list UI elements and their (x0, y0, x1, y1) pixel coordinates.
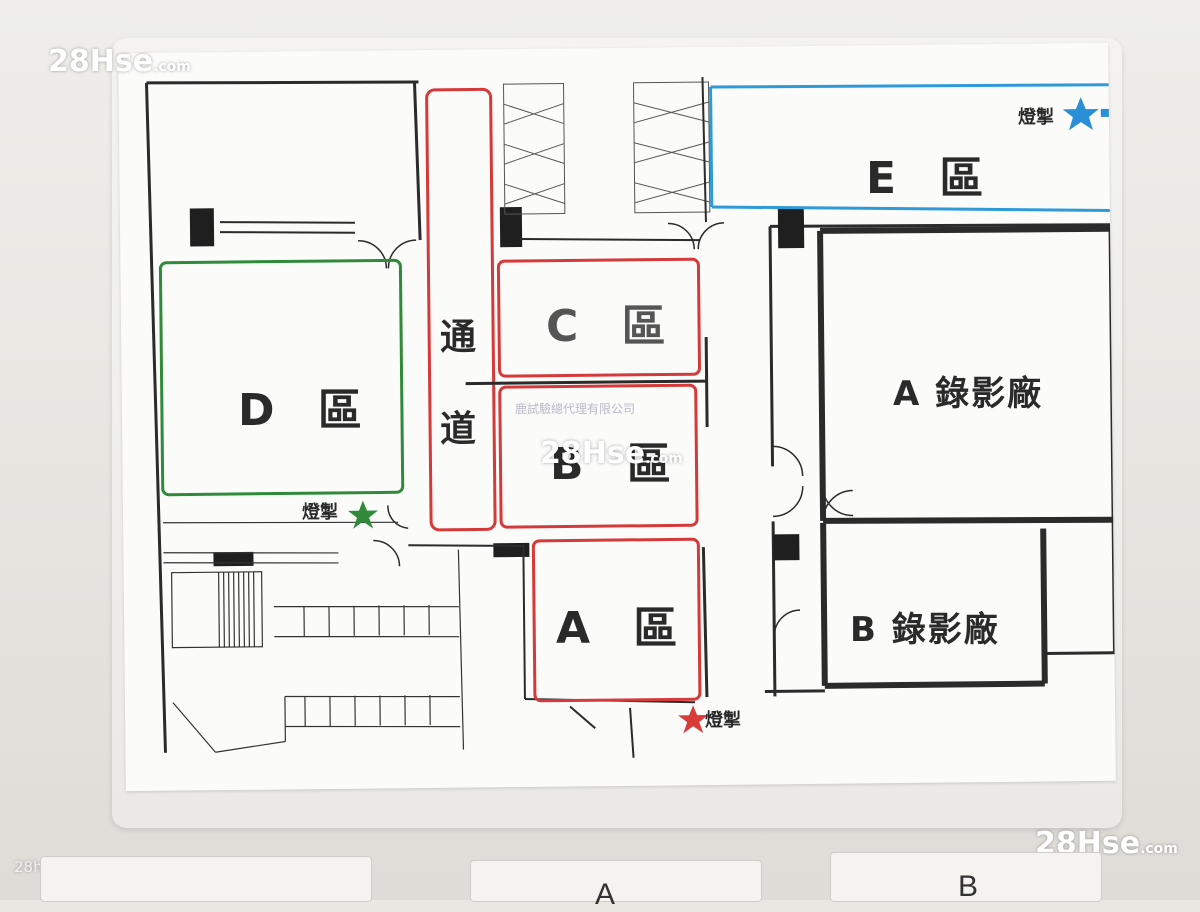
lighting-switch-label-e: 燈掣 (1018, 103, 1054, 129)
stairs (163, 520, 399, 647)
zone-e-top (711, 83, 1116, 89)
switch-label-b: B (958, 870, 978, 904)
storage-racks (504, 82, 710, 214)
pillar-top (500, 207, 522, 247)
pillar-right (778, 208, 804, 248)
pillar-mid (773, 534, 799, 560)
studio-a-label: A 錄影廠 (893, 366, 1043, 415)
blue-star (1063, 97, 1099, 130)
green-star (348, 501, 378, 529)
watermark-top-left: 28Hse.com (48, 44, 191, 79)
corridor-label-2: 道 (440, 400, 490, 452)
red-star (678, 705, 708, 733)
lighting-switch-label-a: 燈掣 (705, 706, 741, 732)
watermark-center: 28Hse.com (540, 436, 683, 471)
corridor-label-1: 通 (440, 308, 490, 360)
washroom-stalls (171, 550, 463, 753)
wall-switch-plate-left (40, 856, 372, 902)
zone-e-label: E 區 (866, 142, 997, 206)
zone-d-label: D 區 (238, 374, 376, 438)
zone-c-label: C 區 (546, 290, 680, 354)
studio-b-label: B 錄影廠 (850, 602, 1000, 651)
switch-label-a: A (595, 878, 615, 912)
pillar-left (190, 208, 214, 246)
faint-company-text: 鹿試驗總代理有限公司 (515, 400, 635, 417)
wall-switch-plate-a (470, 860, 762, 902)
zone-a-label: A 區 (556, 592, 691, 656)
lighting-switch-label-d: 燈掣 (302, 498, 338, 524)
